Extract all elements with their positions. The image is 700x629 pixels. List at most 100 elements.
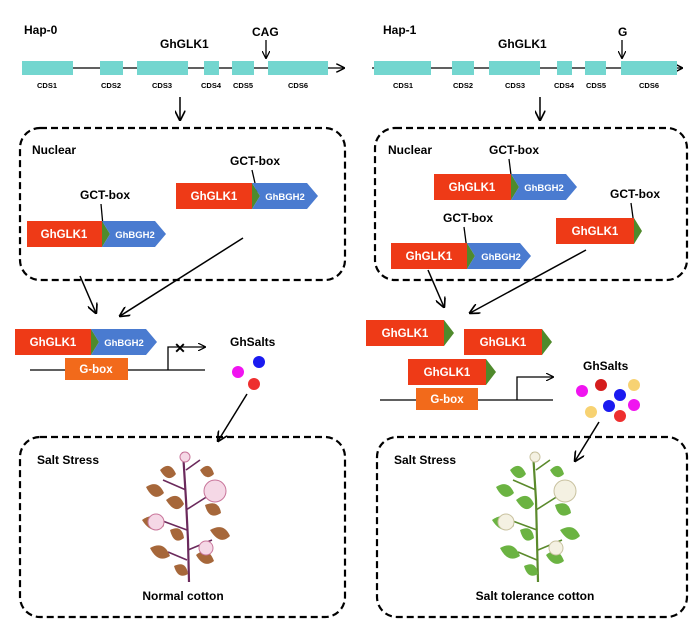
left-salt-dot-red xyxy=(248,378,260,390)
left-cds3-label: CDS3 xyxy=(152,81,172,90)
left-triangle-a xyxy=(252,183,260,209)
right-salt-dot-1 xyxy=(576,385,588,397)
right-caption: Salt tolerance cotton xyxy=(476,589,595,603)
left-bgh-label-b: GhBGH2 xyxy=(115,230,155,241)
left-cds3 xyxy=(137,61,188,75)
left-cds2-label: CDS2 xyxy=(101,81,121,90)
right-nuclear-box xyxy=(373,126,689,282)
left-arrow-out-1 xyxy=(79,275,96,313)
left-glk-box-a xyxy=(176,183,252,209)
right-cds6 xyxy=(621,61,677,75)
right-glk-copy-1-tip xyxy=(444,320,454,346)
left-snp-label: CAG xyxy=(252,25,279,39)
hap1-label: Hap-1 xyxy=(383,23,417,37)
left-bgh-arrow-c xyxy=(91,329,157,355)
right-salt-dot-3 xyxy=(614,389,626,401)
right-glk-copy-2-tip xyxy=(542,329,552,355)
right-cds3-label: CDS3 xyxy=(505,81,525,90)
left-glk-box-b xyxy=(27,221,102,247)
right-gct-label-a: GCT-box xyxy=(489,143,539,157)
right-stress-label: Salt Stress xyxy=(394,453,456,467)
left-gene-label: GhGLK1 xyxy=(160,37,209,51)
left-stress-label: Salt Stress xyxy=(37,453,99,467)
right-glk-copy-3-tip xyxy=(486,359,496,385)
right-gbox-label: G-box xyxy=(430,394,464,406)
right-glk-copy-2 xyxy=(464,329,542,355)
right-bgh-arrow-b xyxy=(467,243,531,269)
right-salt-dot-8 xyxy=(614,410,626,422)
left-salts-label: GhSalts xyxy=(230,335,276,349)
left-tss-arrow xyxy=(167,347,205,370)
right-salts-label: GhSalts xyxy=(583,359,629,373)
hap0-label: Hap-0 xyxy=(24,23,58,37)
left-gbox-label: G-box xyxy=(79,364,113,376)
left-caption: Normal cotton xyxy=(142,589,223,603)
tolerant-cotton-plant xyxy=(492,451,580,583)
left-triangle-b xyxy=(102,221,110,247)
right-cds5 xyxy=(585,61,606,75)
right-salt-dot-7 xyxy=(628,399,640,411)
right-glk-label-free: GhGLK1 xyxy=(572,226,619,238)
right-gct-label-b: GCT-box xyxy=(443,211,493,225)
left-gbox xyxy=(65,358,128,380)
right-stress-box xyxy=(375,435,689,619)
left-panel: Hap-0 GhGLK1 CAG CDS1 CDS2 CDS3 CDS4 CDS… xyxy=(15,23,347,619)
left-glk-label-b: GhGLK1 xyxy=(41,229,88,241)
right-cds4-label: CDS4 xyxy=(554,81,575,90)
left-gct-label-b: GCT-box xyxy=(80,188,130,202)
right-glk-copy-1 xyxy=(366,320,444,346)
right-glk-box-b xyxy=(391,243,467,269)
left-cds5 xyxy=(232,61,254,75)
right-cds3 xyxy=(489,61,540,75)
right-cds2 xyxy=(452,61,474,75)
right-glk-copy-3-label: GhGLK1 xyxy=(424,367,471,379)
left-cds1-label: CDS1 xyxy=(37,81,57,90)
left-arrow-to-plant xyxy=(218,393,248,441)
right-glk-box-free xyxy=(556,218,634,244)
right-bgh-label-b: GhBGH2 xyxy=(481,252,521,263)
right-bgh-label-a: GhBGH2 xyxy=(524,183,564,194)
right-snp-label: G xyxy=(618,25,627,39)
left-bgh-label-a: GhBGH2 xyxy=(265,192,305,203)
right-cds1 xyxy=(374,61,431,75)
right-arrow-out-1 xyxy=(427,269,444,307)
left-cds6 xyxy=(268,61,328,75)
left-stress-box xyxy=(18,435,347,619)
left-cds4 xyxy=(204,61,219,75)
right-glk-box-a xyxy=(434,174,511,200)
right-gbox xyxy=(416,388,478,410)
left-salt-dot-magenta xyxy=(232,366,244,378)
right-cds6-label: CDS6 xyxy=(639,81,659,90)
right-bgh-arrow-a xyxy=(511,174,577,200)
left-salt-dot-blue xyxy=(253,356,265,368)
right-glk-label-a: GhGLK1 xyxy=(449,182,496,194)
right-triangle-free xyxy=(634,218,642,244)
left-glk-label-c: GhGLK1 xyxy=(30,337,77,349)
left-glk-label-a: GhGLK1 xyxy=(191,191,238,203)
right-cds1-label: CDS1 xyxy=(393,81,413,90)
right-arrow-to-plant xyxy=(575,421,600,461)
right-cds2-label: CDS2 xyxy=(453,81,473,90)
left-glk-box-c xyxy=(15,329,91,355)
normal-cotton-plant xyxy=(142,451,230,583)
right-panel: Hap-1 GhGLK1 G CDS1 CDS2 CDS3 CDS4 CDS5 … xyxy=(366,23,689,619)
right-nuclear-label: Nuclear xyxy=(388,143,432,157)
left-block-x: ✕ xyxy=(174,340,186,356)
left-bgh-label-c: GhBGH2 xyxy=(104,338,144,349)
right-triangle-b xyxy=(467,243,475,269)
right-gene-label: GhGLK1 xyxy=(498,37,547,51)
left-cds1 xyxy=(22,61,73,75)
right-glk-label-b: GhGLK1 xyxy=(406,251,453,263)
left-nuclear-label: Nuclear xyxy=(32,143,76,157)
left-cds2 xyxy=(100,61,123,75)
right-triangle-a xyxy=(511,174,519,200)
right-cds5-label: CDS5 xyxy=(586,81,606,90)
right-glk-copy-2-label: GhGLK1 xyxy=(480,337,527,349)
right-salt-dot-4 xyxy=(628,379,640,391)
left-bgh-arrow-a xyxy=(252,183,318,209)
right-salt-dot-2 xyxy=(595,379,607,391)
right-glk-copy-1-label: GhGLK1 xyxy=(382,328,429,340)
left-cds5-label: CDS5 xyxy=(233,81,253,90)
right-arrow-out-2 xyxy=(470,249,587,313)
